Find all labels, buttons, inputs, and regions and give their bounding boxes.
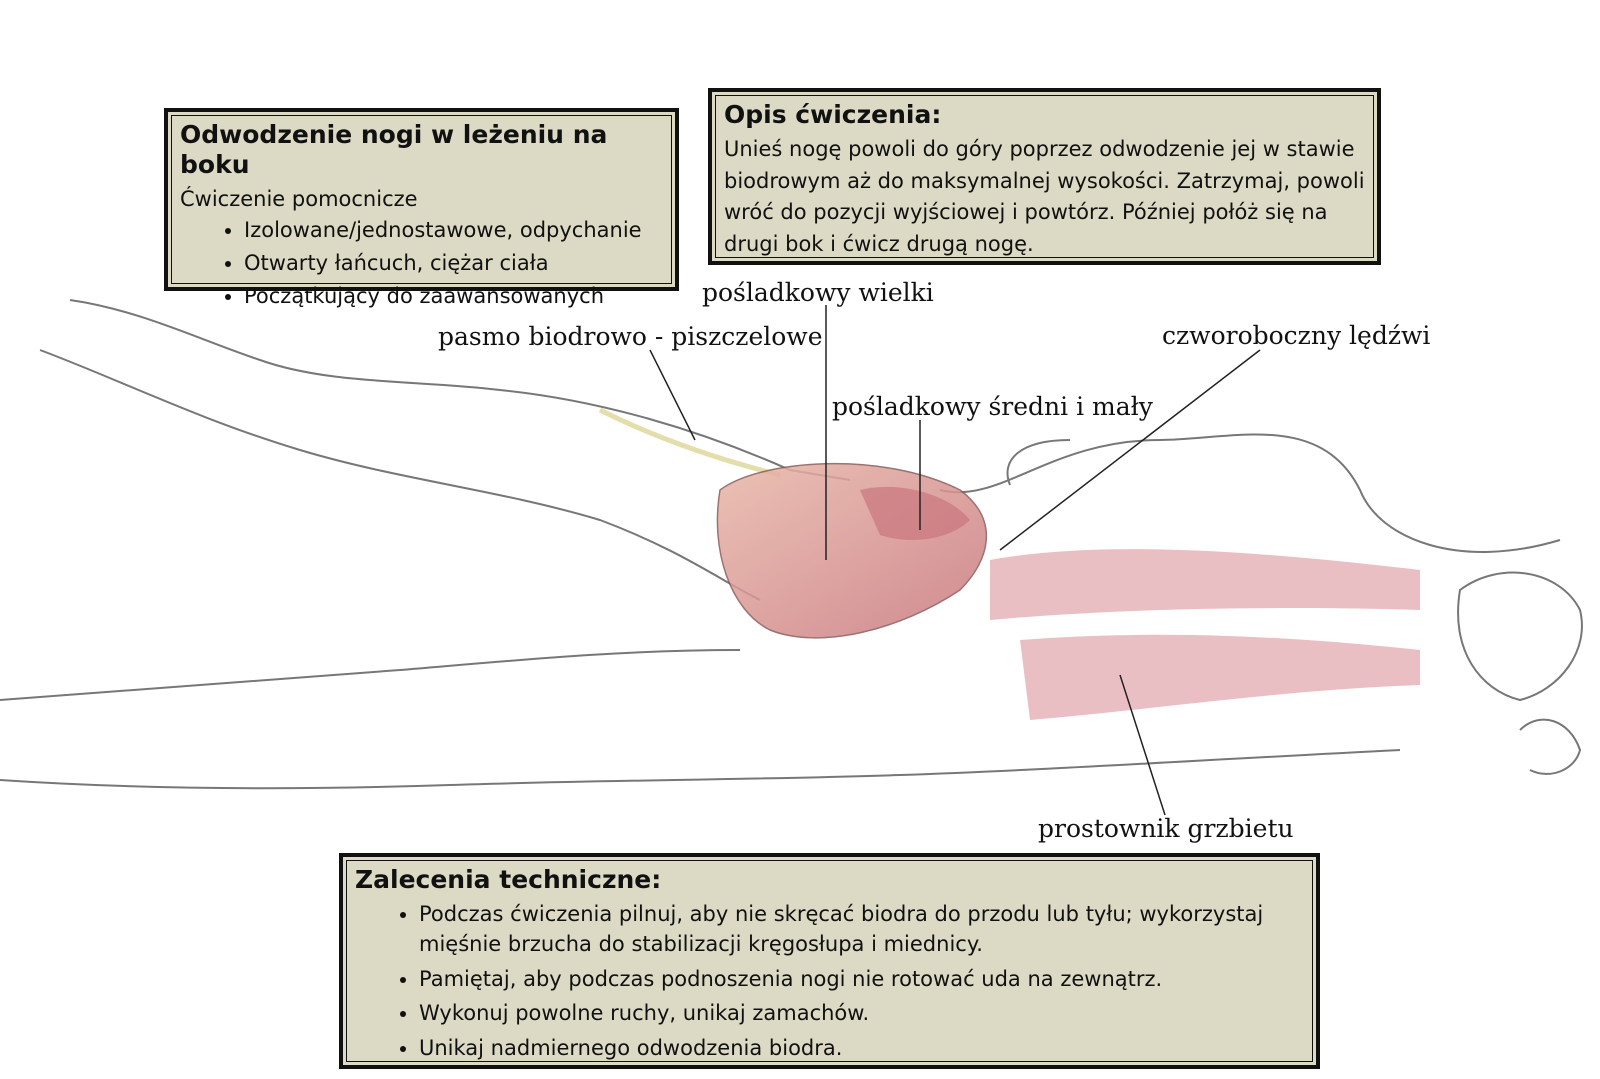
leader-line-quadratus: [999, 349, 1261, 551]
technique-list: Podczas ćwiczenia pilnuj, aby nie skręca…: [355, 899, 1304, 1063]
anatomy-illustration: [0, 299, 1583, 816]
technique-title: Zalecenia techniczne:: [355, 865, 662, 894]
erector-spinae-lower: [1020, 634, 1420, 720]
exercise-attributes-list: Izolowane/jednostawowe, odpychanie Otwar…: [180, 214, 663, 312]
leader-line-erector: [1119, 674, 1166, 816]
technique-recommendations-box: Zalecenia techniczne: Podczas ćwiczenia …: [339, 853, 1320, 1069]
upper-leg-outline: [69, 299, 851, 481]
head-outline: [1457, 571, 1583, 702]
list-item: Otwarty łańcuch, ciężar ciała: [244, 247, 663, 280]
label-iliotibial-band: pasmo biodrowo - piszczelowe: [438, 322, 823, 351]
upper-leg-outline-lower: [39, 349, 761, 601]
exercise-description-box: Opis ćwiczenia: Unieś nogę powoli do gór…: [708, 88, 1381, 265]
exercise-title: Odwodzenie nogi w leżeniu na boku: [180, 120, 608, 179]
description-text: Unieś nogę powoli do góry poprzez odwodz…: [724, 137, 1365, 256]
label-gluteus-medius-minimus: pośladkowy średni i mały: [832, 392, 1153, 421]
gluteus-maximus-shape: [716, 462, 987, 639]
lower-leg-outline: [0, 649, 741, 701]
exercise-info-box: Odwodzenie nogi w leżeniu na boku Ćwicze…: [164, 108, 679, 308]
list-item: Podczas ćwiczenia pilnuj, aby nie skręca…: [419, 899, 1304, 960]
erector-spinae-upper: [990, 549, 1420, 620]
description-title: Opis ćwiczenia:: [724, 100, 942, 129]
list-item: Początkujący do zaawansowanych: [244, 280, 663, 313]
leader-line-iliotibial: [649, 349, 696, 441]
exercise-subtitle: Ćwiczenie pomocnicze: [180, 187, 418, 211]
label-quadratus-lumborum: czworoboczny lędźwi: [1162, 321, 1431, 350]
list-item: Pamiętaj, aby podczas podnoszenia nogi n…: [419, 964, 1304, 994]
list-item: Izolowane/jednostawowe, odpychanie: [244, 214, 663, 247]
list-item: Unikaj nadmiernego odwodzenia biodra.: [419, 1033, 1304, 1063]
label-erector-spinae: prostownik grzbietu: [1038, 814, 1294, 843]
gluteus-medius-shape: [860, 486, 970, 540]
torso-outline-top: [939, 433, 1561, 553]
list-item: Wykonuj powolne ruchy, unikaj zamachów.: [419, 998, 1304, 1028]
label-gluteus-maximus: pośladkowy wielki: [702, 278, 934, 307]
